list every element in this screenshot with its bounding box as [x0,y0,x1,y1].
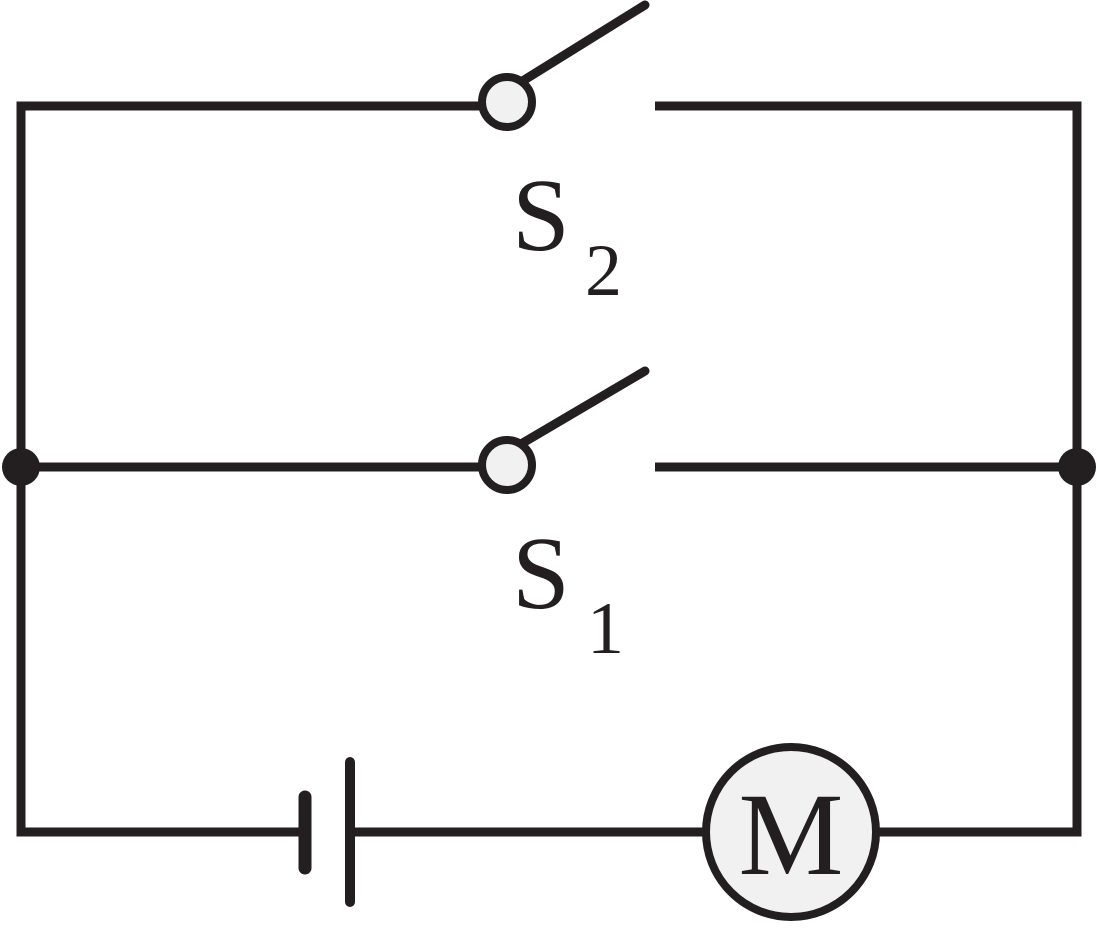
switch-s2-letter: S [512,158,570,273]
motor: M [702,743,880,921]
bottom-branch [16,467,1082,837]
bottom-right-wire [876,467,1082,837]
switch-s2-pivot [478,73,536,131]
top-left-wire [16,101,484,467]
switch-s2-lever [516,0,650,87]
switch-s1-pivot [478,436,536,494]
motor-label: M [739,769,844,900]
switch-s1-subscript: 1 [587,588,624,670]
top-branch [16,101,1082,467]
top-right-wire [655,101,1082,467]
switch-s2-subscript: 2 [585,230,622,312]
left-junction-dot [2,448,40,486]
switch-s1-lever [516,366,650,449]
switch-s1-letter: S [512,516,570,631]
bottom-left-wire [16,467,305,837]
right-junction-dot [1058,448,1096,486]
battery-cell [298,757,355,907]
motor-circle [702,743,880,921]
